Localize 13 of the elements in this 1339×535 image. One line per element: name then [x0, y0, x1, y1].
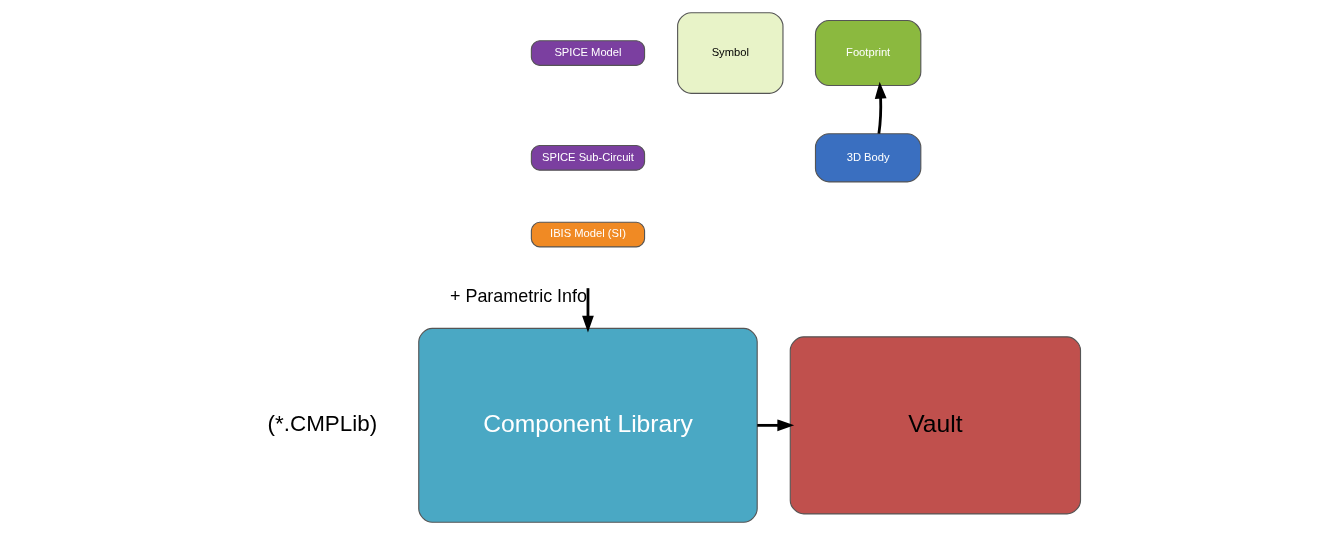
- node-box: 3D Body: [814, 133, 922, 183]
- arrow: [757, 419, 795, 432]
- node-box: Component Library: [418, 327, 758, 523]
- node-label: (*.CMPLib): [267, 410, 378, 436]
- node-box: Footprint: [814, 20, 922, 87]
- node-box: IBIS Model (SI): [530, 221, 646, 248]
- node-box: Symbol: [677, 12, 784, 94]
- arrow: [582, 288, 594, 333]
- edge-label: + Parametric Info: [450, 286, 587, 307]
- node-box: SPICE Sub-Circuit: [530, 144, 646, 171]
- node-box: Vault: [789, 336, 1082, 515]
- node-box: SPICE Model: [530, 40, 646, 66]
- arrow: [874, 81, 887, 134]
